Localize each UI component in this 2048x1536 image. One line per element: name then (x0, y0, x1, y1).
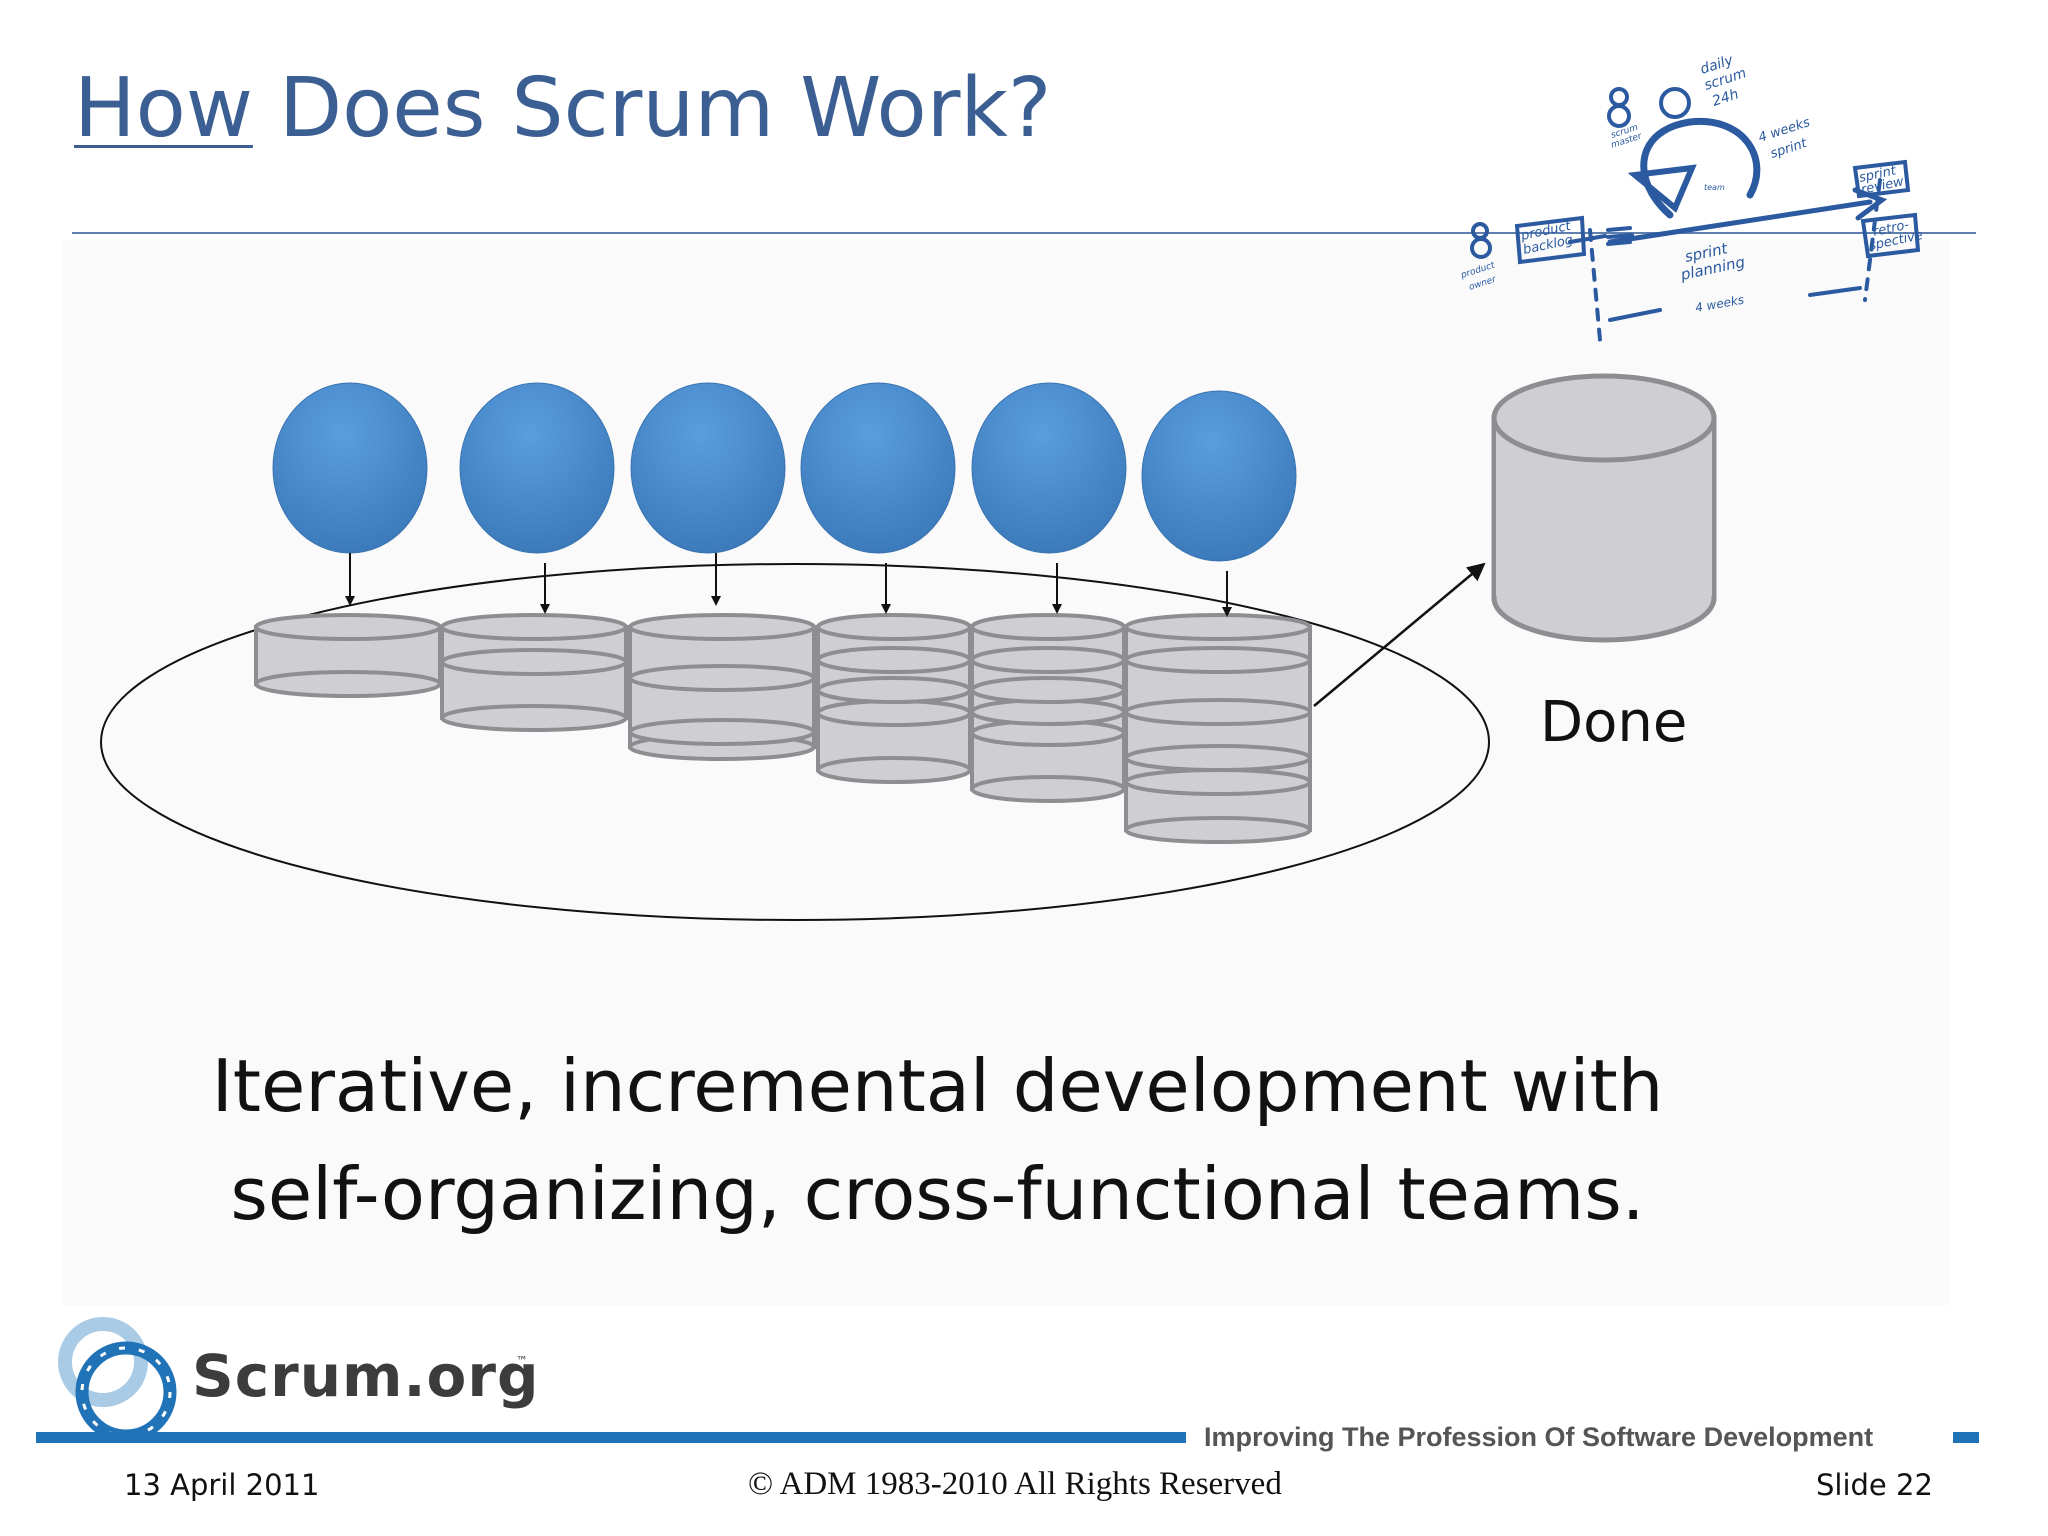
brand-bar-end (1953, 1432, 1979, 1443)
iteration-ellipse (100, 563, 1490, 921)
scrum-process-sketch: daily scrum 24h scrum master 4 weeks spr… (1460, 52, 1924, 342)
increment-stack-5 (970, 613, 1126, 803)
slide-title: How Does Scrum Work? (74, 61, 1052, 156)
title-rest: Does Scrum Work? (252, 61, 1052, 156)
title-underlined-word: How (74, 61, 253, 156)
increment-stack-2 (440, 613, 628, 732)
team-circles (272, 382, 1297, 562)
sketch-four-weeks: 4 weeks (1694, 293, 1745, 315)
done-label: Done (1540, 690, 1688, 755)
footer-slide-number: Slide 22 (1816, 1468, 1933, 1502)
team-arrows (345, 553, 1232, 617)
title-rule (72, 232, 1976, 234)
logo-wordmark: Scrum.org (192, 1342, 540, 1410)
done-repository (1491, 373, 1717, 643)
team-circle-1 (272, 382, 428, 554)
tagline: Iterative, incremental development with … (0, 1032, 1875, 1248)
team-circle-6 (1141, 390, 1297, 562)
done-arrow (1313, 562, 1486, 707)
team-circle-2 (459, 382, 615, 554)
scrum-org-logo-icon (58, 1317, 177, 1443)
logo-trademark: ™ (516, 1354, 528, 1368)
brand-bar (36, 1432, 1186, 1443)
brand-motto: Improving The Profession Of Software Dev… (1204, 1422, 1874, 1452)
increment-stack-6 (1124, 613, 1312, 844)
increment-stack-3 (628, 613, 816, 761)
sketch-team: team (1704, 183, 1725, 192)
footer-copyright: © ADM 1983-2010 All Rights Reserved (748, 1466, 1282, 1502)
tagline-line-2: self-organizing, cross-functional teams. (230, 1152, 1645, 1236)
sketch-retro-1: retro- (1872, 218, 1911, 240)
sketch-24h: 24h (1710, 86, 1740, 109)
team-circle-4 (800, 382, 956, 554)
increment-stack-1 (254, 613, 442, 698)
tagline-line-1: Iterative, incremental development with (211, 1044, 1664, 1128)
team-circle-3 (630, 382, 786, 554)
footer-date: 13 April 2011 (124, 1468, 320, 1502)
team-circle-5 (971, 382, 1127, 554)
increment-stack-4 (816, 613, 972, 784)
